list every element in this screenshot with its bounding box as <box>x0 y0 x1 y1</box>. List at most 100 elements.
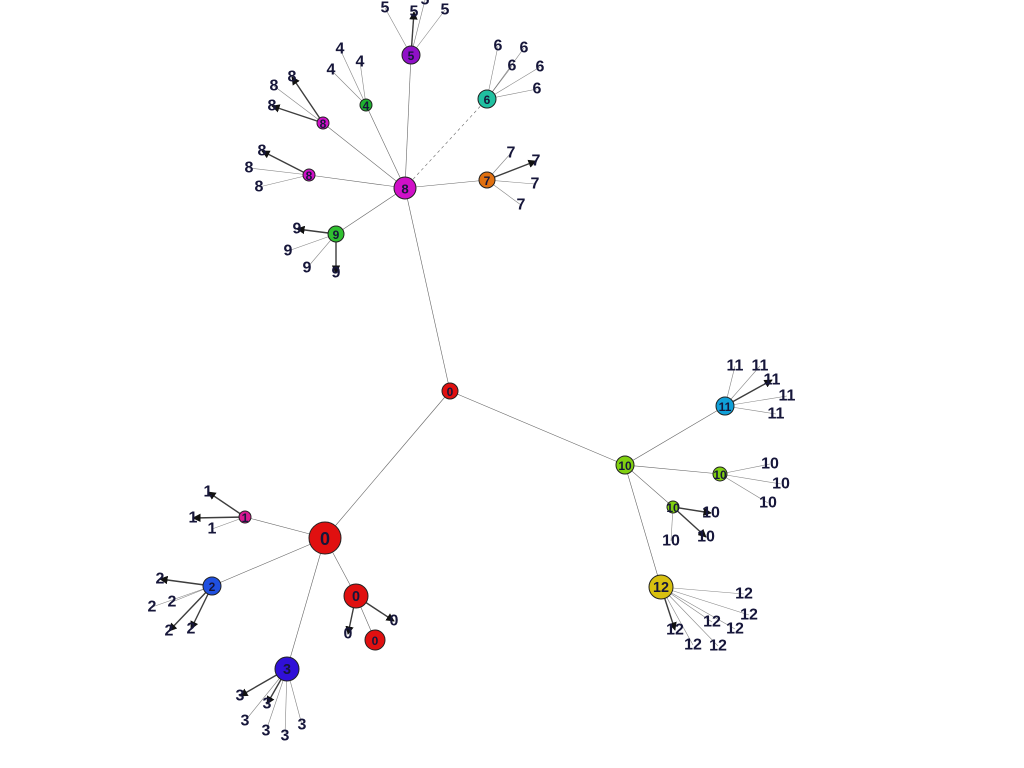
node-n9[interactable]: 9 <box>327 225 345 243</box>
leaf-label: 2 <box>168 594 177 611</box>
leaf-label: 11 <box>779 388 796 405</box>
node-label: 0 <box>372 634 379 648</box>
node-circle <box>478 171 496 189</box>
node-n7[interactable]: 7 <box>478 171 496 189</box>
leaf-label: 6 <box>536 59 545 76</box>
node-circle <box>238 510 252 524</box>
node-label: 3 <box>283 662 291 678</box>
leaf-label: 8 <box>255 179 264 196</box>
node-root[interactable]: 0 <box>441 382 459 400</box>
leaf-label: 10 <box>702 505 720 522</box>
leaf-label: 3 <box>262 723 271 740</box>
leaf-label: 9 <box>284 243 293 260</box>
node-n0big[interactable]: 0 <box>308 521 342 555</box>
leaf-label: 9 <box>332 265 341 282</box>
node-n4[interactable]: 4 <box>359 98 373 113</box>
node-label: 8 <box>401 182 408 197</box>
node-label: 7 <box>484 174 491 188</box>
node-label: 1 <box>242 511 249 525</box>
node-n3[interactable]: 3 <box>274 656 300 682</box>
leaf-edge <box>248 167 310 176</box>
edge-n0big-n2 <box>211 537 326 587</box>
leaf-label: 3 <box>298 717 307 734</box>
leaf-label: 4 <box>336 41 345 58</box>
node-label: 5 <box>408 49 415 63</box>
node-label: 10 <box>713 468 727 482</box>
leaf-label: 8 <box>245 160 254 177</box>
leaf-label: 9 <box>293 221 302 238</box>
leaf-label: 12 <box>703 614 721 631</box>
leaf-edge <box>207 491 246 518</box>
node-n10[interactable]: 10 <box>615 455 635 475</box>
leaf-edge <box>486 66 541 100</box>
leaf-label: 12 <box>709 638 727 655</box>
node-n12[interactable]: 12 <box>648 574 674 600</box>
leaf-label: 2 <box>148 599 157 616</box>
node-circle <box>202 576 222 596</box>
node-label: 8 <box>320 117 327 131</box>
leaf-label: 5 <box>441 2 450 19</box>
node-circle <box>715 396 735 416</box>
edge-n8-n4 <box>365 104 406 189</box>
leaf-label: 6 <box>520 40 529 57</box>
node-n11[interactable]: 11 <box>715 396 735 416</box>
edge-root-n8 <box>404 187 451 392</box>
leaf-label: 2 <box>156 571 165 588</box>
leaf-edge <box>719 473 769 504</box>
node-n2[interactable]: 2 <box>202 576 222 596</box>
leaf-edge <box>258 174 310 188</box>
leaf-label: 3 <box>281 728 290 745</box>
node-n8a[interactable]: 8 <box>316 116 330 131</box>
leaf-label: 12 <box>666 622 684 639</box>
node-label: 6 <box>484 93 491 107</box>
node-label: 10 <box>618 459 632 473</box>
leaf-edge <box>672 506 707 538</box>
node-n1[interactable]: 1 <box>238 510 252 525</box>
leaf-label: 8 <box>270 78 279 95</box>
node-label: 9 <box>333 228 340 242</box>
node-n8b[interactable]: 8 <box>302 168 316 183</box>
node-n8[interactable]: 8 <box>393 176 417 200</box>
leaf-label: 4 <box>327 62 336 79</box>
node-circle <box>274 656 300 682</box>
leaf-label: 0 <box>344 626 353 643</box>
leaf-label: 1 <box>204 484 213 501</box>
leaf-edge <box>486 159 537 181</box>
node-n10b[interactable]: 10 <box>666 500 680 515</box>
leaf-label: 6 <box>508 58 517 75</box>
leaf-label: 10 <box>697 529 715 546</box>
node-circle <box>308 521 342 555</box>
node-label: 12 <box>653 580 669 596</box>
node-circle <box>359 98 373 112</box>
node-label: 0 <box>447 385 454 399</box>
node-label: 0 <box>352 589 360 605</box>
node-n5[interactable]: 5 <box>401 45 421 65</box>
node-label: 11 <box>719 400 732 414</box>
node-n0leaf[interactable]: 0 <box>364 629 386 651</box>
leaf-label: 3 <box>263 696 272 713</box>
leaf-edge <box>660 586 719 647</box>
leaf-edge <box>192 513 246 523</box>
leaf-label: 7 <box>531 176 540 193</box>
node-circle <box>364 629 386 651</box>
leaf-label: 8 <box>288 69 297 86</box>
node-circle <box>327 225 345 243</box>
node-circle <box>666 500 680 514</box>
leaf-label: 10 <box>759 495 777 512</box>
node-circle <box>343 583 369 609</box>
node-label: 0 <box>320 529 330 549</box>
leaf-label: 11 <box>727 358 744 375</box>
node-n6[interactable]: 6 <box>477 89 497 109</box>
leaf-label: 3 <box>236 688 245 705</box>
edges-layer <box>211 54 726 670</box>
leaf-edge <box>273 85 324 124</box>
node-circle <box>302 168 316 182</box>
node-n10a[interactable]: 10 <box>712 466 728 482</box>
node-n0sub[interactable]: 0 <box>343 583 369 609</box>
edge-root-n0big <box>324 390 451 539</box>
leaf-edge <box>330 69 367 106</box>
